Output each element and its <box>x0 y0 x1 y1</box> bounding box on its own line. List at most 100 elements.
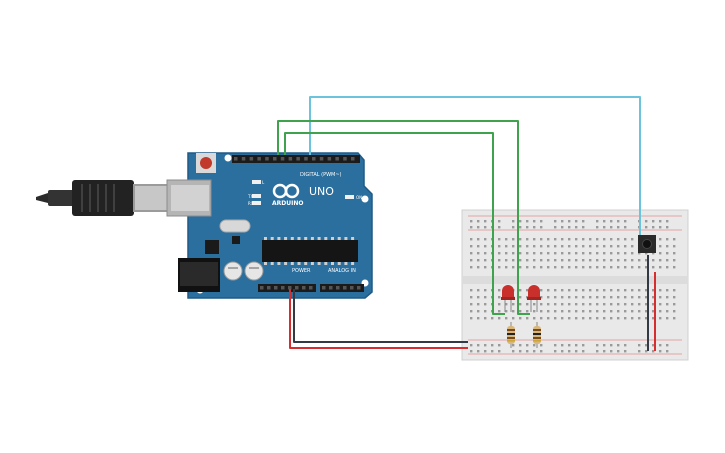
breadboard-hole <box>512 317 515 320</box>
breadboard-hole <box>533 344 536 347</box>
resistor-band <box>507 340 515 342</box>
breadboard-hole <box>631 245 634 248</box>
chip-pin <box>290 237 294 240</box>
header-pin <box>295 286 299 290</box>
breadboard-hole <box>470 266 473 269</box>
header-pin <box>350 286 354 290</box>
breadboard-hole <box>554 226 557 229</box>
reset-button-cap[interactable] <box>200 157 212 169</box>
arduino-brand-label: ARDUINO <box>272 200 303 207</box>
breadboard-hole <box>589 289 592 292</box>
small-ic <box>232 236 240 244</box>
breadboard-hole <box>596 296 599 299</box>
breadboard-hole <box>652 344 655 347</box>
breadboard-hole <box>617 238 620 241</box>
usb-cable[interactable] <box>36 180 169 216</box>
chip-pin <box>297 237 301 240</box>
breadboard-hole <box>575 252 578 255</box>
arduino-uno-board[interactable]: L TX RX ON UNO ARDUINO DIGITAL (PWM~) PO… <box>166 152 373 299</box>
breadboard-hole <box>498 303 501 306</box>
breadboard-hole <box>547 245 550 248</box>
power-header-label: POWER <box>292 268 311 274</box>
breadboard-hole <box>610 226 613 229</box>
breadboard-hole <box>624 310 627 313</box>
breadboard-hole <box>659 259 662 262</box>
breadboard-hole <box>540 238 543 241</box>
breadboard-hole <box>498 220 501 223</box>
breadboard-hole <box>470 259 473 262</box>
l-led <box>252 180 261 184</box>
resistor-band <box>533 340 541 342</box>
wire-black[interactable] <box>293 289 468 343</box>
breadboard-hole <box>659 220 662 223</box>
breadboard-hole <box>575 350 578 353</box>
breadboard-hole <box>631 252 634 255</box>
rx-led <box>252 201 261 205</box>
breadboard-hole <box>610 350 613 353</box>
breadboard-hole <box>533 350 536 353</box>
usb-plug-tip <box>36 193 48 203</box>
breadboard-hole <box>526 226 529 229</box>
breadboard-hole <box>470 296 473 299</box>
breadboard-hole <box>554 344 557 347</box>
breadboard-hole <box>554 266 557 269</box>
breadboard-hole <box>666 226 669 229</box>
breadboard-hole <box>554 310 557 313</box>
breadboard-hole <box>470 226 473 229</box>
breadboard-hole <box>533 310 536 313</box>
red-led[interactable] <box>527 285 541 312</box>
breadboard-hole <box>554 303 557 306</box>
resistor[interactable] <box>533 322 541 348</box>
breadboard-hole <box>659 289 662 292</box>
resistor-band <box>533 337 541 339</box>
breadboard-hole <box>568 350 571 353</box>
wire-red[interactable] <box>289 289 468 349</box>
red-led[interactable] <box>501 285 515 312</box>
breadboard-hole <box>519 220 522 223</box>
wire-green-inner[interactable] <box>284 132 505 315</box>
digital-pin-header[interactable] <box>232 155 360 163</box>
breadboard-hole <box>673 266 676 269</box>
breadboard-hole <box>477 303 480 306</box>
breadboard-hole <box>491 317 494 320</box>
breadboard-hole <box>575 310 578 313</box>
breadboard-hole <box>484 245 487 248</box>
breadboard-hole <box>561 344 564 347</box>
analog-pin-header[interactable] <box>320 284 364 292</box>
breadboard-hole <box>470 310 473 313</box>
pushbutton[interactable] <box>638 235 656 253</box>
wire-cyan[interactable] <box>309 96 641 238</box>
breadboard-hole <box>505 245 508 248</box>
resistor[interactable] <box>507 322 515 348</box>
crystal-oscillator <box>219 219 251 233</box>
breadboard-hole <box>477 296 480 299</box>
breadboard-hole <box>666 252 669 255</box>
breadboard-hole <box>666 344 669 347</box>
breadboard-hole <box>540 296 543 299</box>
breadboard-hole <box>631 317 634 320</box>
breadboard-hole <box>568 238 571 241</box>
breadboard-hole <box>470 344 473 347</box>
breadboard-hole <box>673 303 676 306</box>
breadboard-hole <box>659 350 662 353</box>
breadboard-hole <box>519 226 522 229</box>
breadboard-hole <box>596 289 599 292</box>
breadboard-hole <box>610 220 613 223</box>
breadboard-hole <box>610 252 613 255</box>
breadboard-hole <box>603 220 606 223</box>
breadboard-hole <box>512 238 515 241</box>
power-pin-header[interactable] <box>258 284 316 292</box>
breadboard-hole <box>575 238 578 241</box>
breadboard-hole <box>617 317 620 320</box>
breadboard-hole <box>554 296 557 299</box>
breadboard-hole <box>540 252 543 255</box>
breadboard-hole <box>561 245 564 248</box>
breadboard-hole <box>603 317 606 320</box>
breadboard-hole <box>631 259 634 262</box>
breadboard-hole <box>477 266 480 269</box>
mounting-hole <box>361 195 369 203</box>
wire-green-outer[interactable] <box>277 120 530 315</box>
chip-pin <box>344 262 348 265</box>
breadboard-hole <box>477 350 480 353</box>
breadboard-hole <box>526 238 529 241</box>
